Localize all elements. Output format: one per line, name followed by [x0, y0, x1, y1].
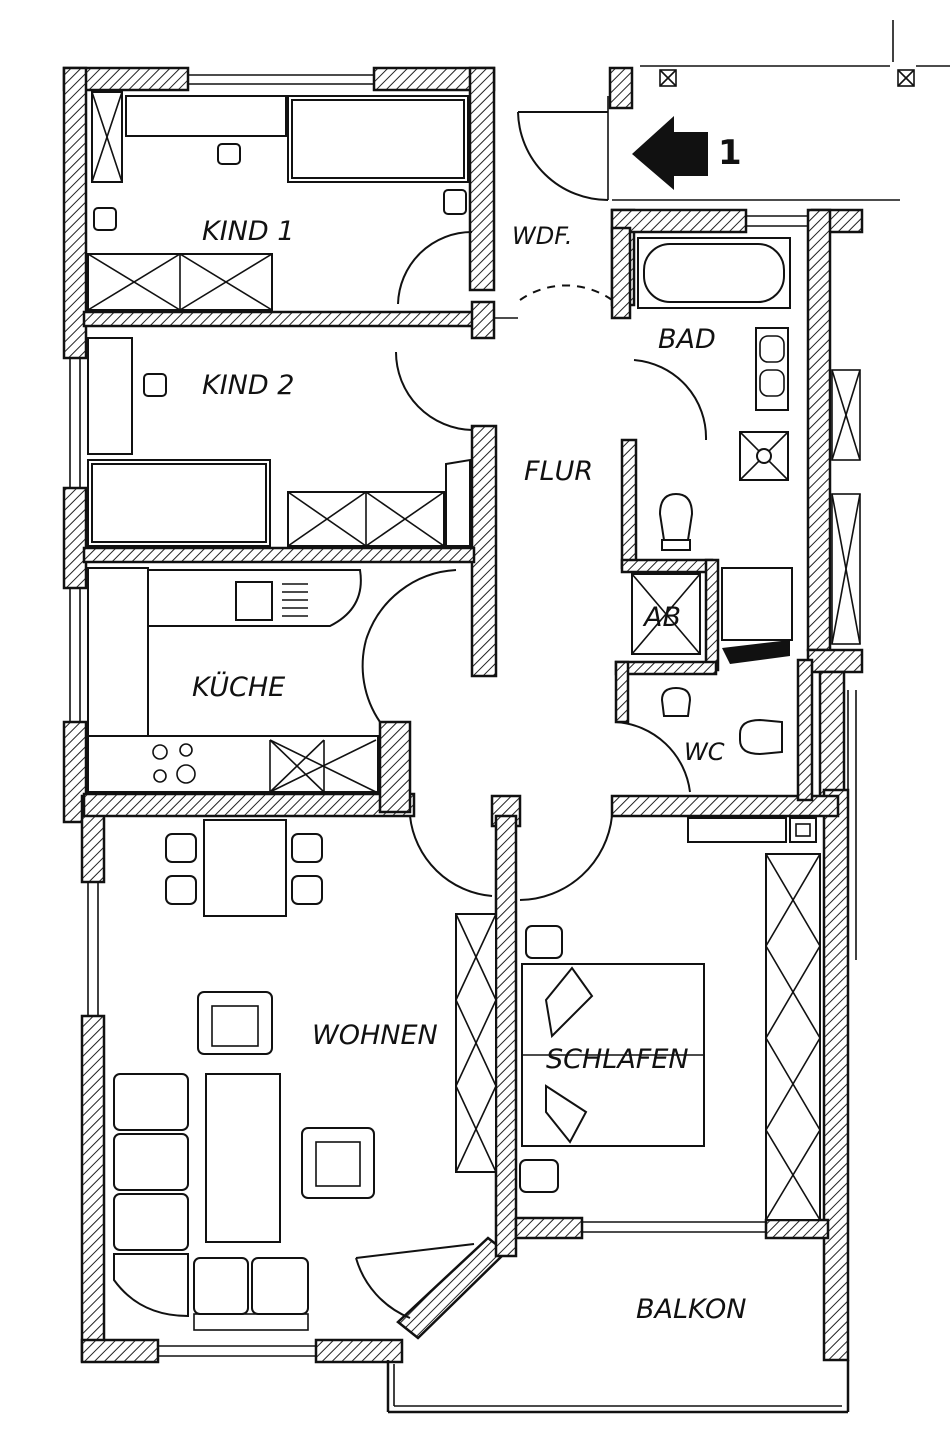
- room-label-kueche: KÜCHE: [192, 671, 285, 703]
- room-label-kind1: KIND 1: [202, 216, 294, 247]
- room-label-kind2: KIND 2: [202, 370, 294, 401]
- entrance-arrow: [632, 116, 708, 190]
- room-label-ab: AB: [642, 602, 681, 633]
- room-label-wohnen: WOHNEN: [312, 1020, 438, 1051]
- room-label-wc: WC: [684, 738, 725, 766]
- interior-walls: [82, 226, 840, 1258]
- room-label-schlafen: SCHLAFEN: [546, 1044, 689, 1075]
- entrance-marker: 1: [718, 133, 742, 173]
- room-label-bad: BAD: [658, 324, 716, 355]
- room-label-balkon: BALKON: [636, 1294, 746, 1325]
- doors: [355, 96, 708, 1319]
- room-label-flur: FLUR: [524, 456, 593, 487]
- furniture: [87, 20, 950, 1331]
- room-label-wdf: WDF.: [512, 222, 573, 250]
